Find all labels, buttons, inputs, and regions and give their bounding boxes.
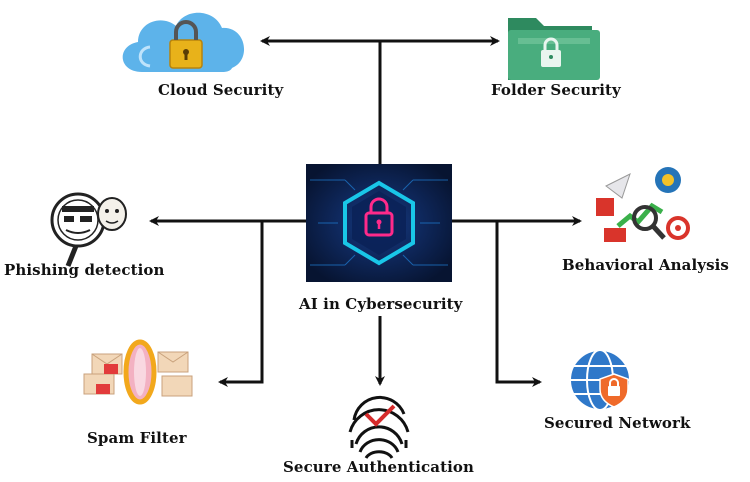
- folder-security-label: Folder Security: [491, 81, 621, 99]
- spam-filter-icon: [83, 339, 193, 405]
- behavioral-analysis-label: Behavioral Analysis: [562, 256, 729, 274]
- phishing-detection-label: Phishing detection: [4, 261, 165, 279]
- connectors: [149, 36, 582, 387]
- secure-authentication-label: Secure Authentication: [283, 458, 475, 476]
- cloud-security-label: Cloud Security: [158, 81, 284, 99]
- cloud-lock-icon: [122, 12, 245, 72]
- center-title-label: AI in Cybersecurity: [299, 295, 463, 313]
- secured-network-label: Secured Network: [544, 414, 691, 432]
- behavioral-analysis-icon: [592, 167, 692, 248]
- phishing-detection-icon: [50, 192, 127, 267]
- secured-network-icon: [569, 349, 631, 411]
- ai-hub-icon: [306, 164, 452, 282]
- fingerprint-check-icon: [348, 395, 410, 459]
- arrow-to-spam-filter: [218, 221, 264, 387]
- arrow-to-secured-network: [495, 221, 542, 387]
- spam-filter-label: Spam Filter: [87, 429, 187, 447]
- folder-lock-icon: [508, 18, 600, 80]
